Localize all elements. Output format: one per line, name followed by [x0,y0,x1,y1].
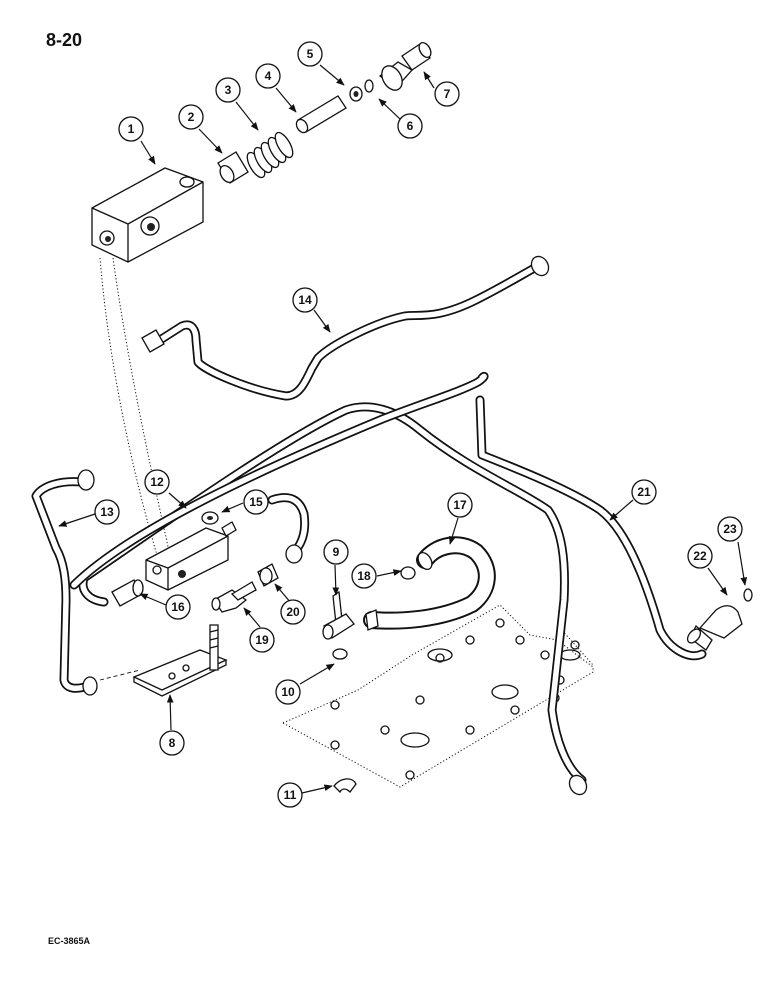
callout-15: 15 [243,489,269,515]
svg-text:1: 1 [128,122,135,136]
callout-1: 1 [118,116,144,142]
callout-11: 11 [277,782,303,808]
callout-14: 14 [292,287,318,313]
svg-text:20: 20 [286,605,300,619]
svg-text:14: 14 [298,293,312,307]
elbow-fitting [686,605,743,651]
callout-8: 8 [159,730,185,756]
svg-text:16: 16 [171,600,185,614]
tee-fitting [322,590,355,640]
valve-block [91,167,204,263]
svg-text:23: 23 [723,522,737,536]
pipe [475,395,707,661]
callout-16: 16 [165,594,191,620]
svg-text:6: 6 [407,119,414,133]
relief-valve [378,41,432,91]
svg-text:7: 7 [444,87,451,101]
callout-2: 2 [178,104,204,130]
callout-leaders [58,64,748,794]
callout-4: 4 [255,63,281,89]
callout-6: 6 [397,113,423,139]
svg-text:19: 19 [255,633,269,647]
svg-text:12: 12 [150,475,164,489]
o-ring [332,648,348,660]
callout-23: 23 [717,516,743,542]
svg-text:2: 2 [188,110,195,124]
pipe [267,493,310,564]
pipe [69,371,489,590]
hose [363,536,496,630]
svg-text:3: 3 [225,83,232,97]
bracket [132,624,228,697]
callout-20: 20 [280,599,306,625]
callout-17: 17 [447,492,473,518]
svg-text:11: 11 [284,788,297,802]
pipe [141,255,550,401]
svg-text:17: 17 [453,498,467,512]
drawing-code: EC-3865A [48,936,91,946]
callout-7: 7 [434,81,460,107]
valve-block [145,527,229,591]
tee-fitting [211,581,257,613]
svg-text:15: 15 [249,495,263,509]
callout-5: 5 [297,41,323,67]
callout-18: 18 [351,563,377,589]
fitting [257,563,279,587]
svg-text:22: 22 [693,549,707,563]
pipe [31,469,98,696]
callout-13: 13 [94,499,120,525]
alignment-line [99,257,161,566]
svg-text:8: 8 [169,736,176,750]
callout-9: 9 [323,539,349,565]
callout-12: 12 [144,469,170,495]
hose-clamp [400,566,416,580]
o-ring [743,588,753,602]
callout-21: 21 [631,479,657,505]
callout-3: 3 [215,77,241,103]
callout-22: 22 [687,543,713,569]
callout-10: 10 [275,679,301,705]
svg-text:9: 9 [333,545,340,559]
fitting [111,579,144,607]
svg-text:21: 21 [637,485,651,499]
svg-text:18: 18 [357,569,371,583]
spring [246,131,294,179]
svg-text:4: 4 [265,69,272,83]
svg-text:13: 13 [100,505,114,519]
plunger [295,95,347,134]
page-number: 8-20 [46,30,83,50]
alignment-line [112,257,173,566]
svg-text:5: 5 [307,47,314,61]
clip [333,778,357,794]
o-ring [364,79,374,93]
plug [217,151,249,184]
svg-text:10: 10 [281,685,295,699]
callout-19: 19 [249,627,275,653]
